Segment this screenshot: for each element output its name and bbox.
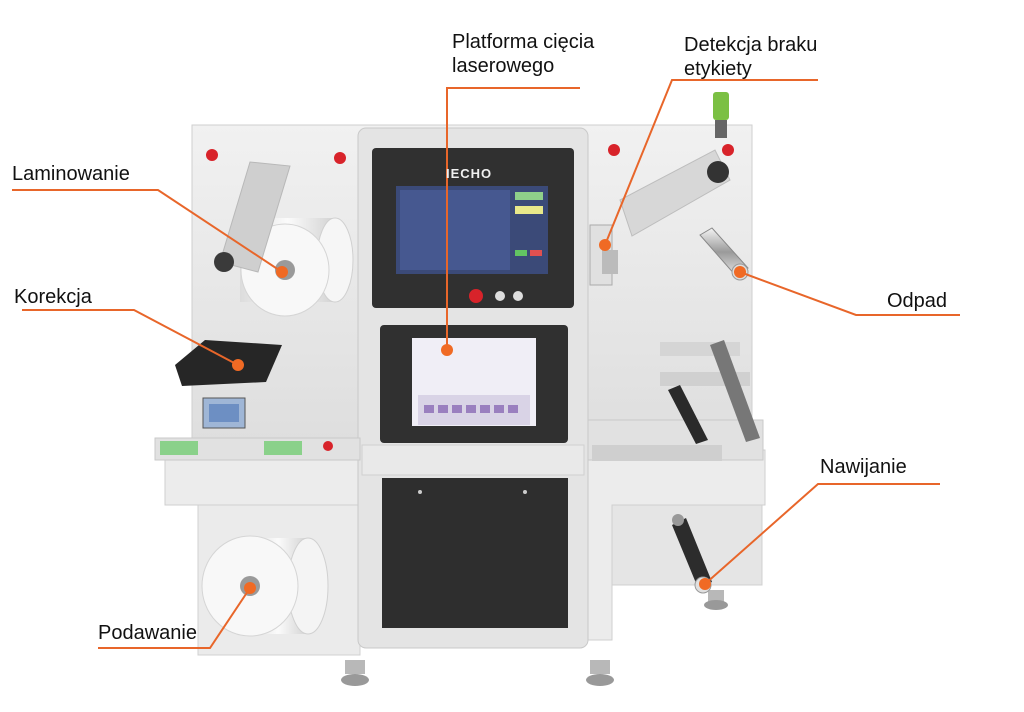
leader-feeding: [98, 587, 251, 649]
marker-dots: [232, 239, 746, 594]
correction-unit: [175, 340, 282, 429]
label-waste: Odpad: [887, 290, 948, 312]
right-console: [587, 419, 764, 461]
leader-winding: [704, 483, 940, 585]
leader-platform: [446, 87, 580, 350]
label-feeding: Podawanie: [98, 622, 197, 644]
brand-text: IECHO: [446, 166, 493, 181]
left-console: [154, 437, 361, 461]
dot-waste: [734, 266, 746, 278]
label-winding: Nawijanie: [820, 456, 907, 478]
stop-button: [469, 289, 483, 303]
label-detection-line1: Detekcja braku: [684, 34, 818, 56]
label-detection: Detekcja braku etykiety: [684, 33, 864, 81]
red-knobs: [206, 144, 734, 164]
dot-feeding: [244, 582, 256, 594]
leader-lines: [12, 79, 960, 649]
label-platform-line2: laserowego: [452, 55, 555, 77]
leader-detection: [604, 79, 818, 246]
leader-correction: [22, 309, 239, 366]
label-laminating: Laminowanie: [12, 163, 130, 185]
label-platform: Platforma cięcia laserowego: [452, 30, 632, 78]
brand-logo: IECHO: [446, 166, 492, 181]
label-correction: Korekcja: [14, 286, 92, 308]
dot-detection: [599, 239, 611, 251]
right-rollers: [660, 340, 760, 444]
dot-laminating: [276, 266, 288, 278]
dot-correction: [232, 359, 244, 371]
leader-laminating: [12, 189, 283, 273]
signal-light: [713, 92, 729, 138]
machine-feet: [341, 590, 728, 686]
laminating-roll: [214, 161, 354, 317]
label-platform-line1: Platforma cięcia: [452, 31, 595, 53]
feeding-roll: [201, 535, 329, 637]
label-detection-line2: etykiety: [684, 58, 752, 80]
dot-winding: [699, 578, 711, 590]
central-cabinet: [357, 127, 589, 649]
lower-cabinet-door: [382, 478, 568, 628]
leader-waste: [739, 271, 960, 316]
dot-platform: [441, 344, 453, 356]
